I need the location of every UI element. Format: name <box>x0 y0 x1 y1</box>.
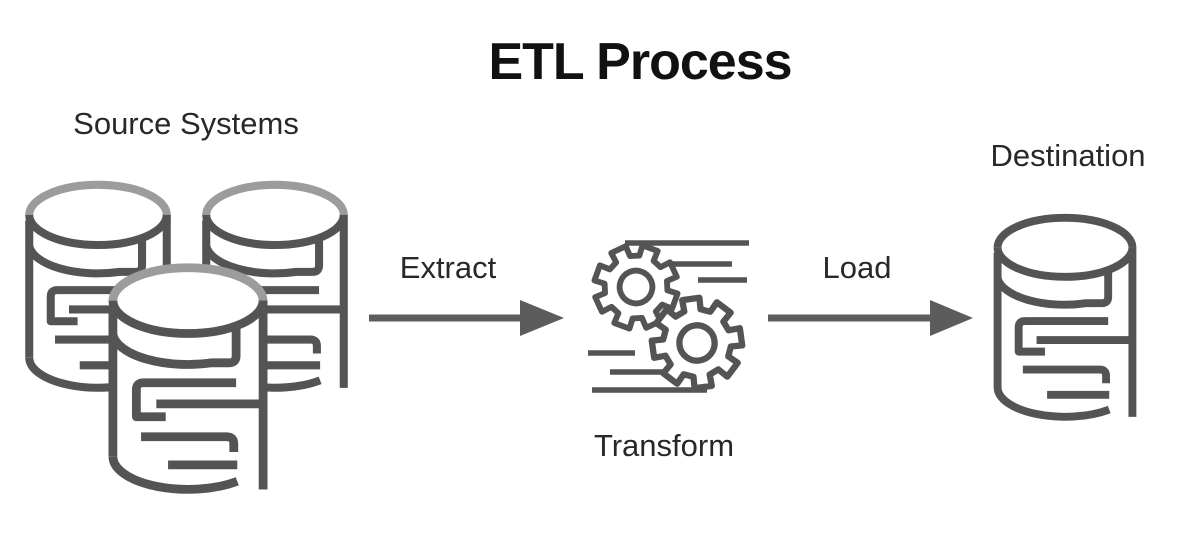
gears-icon <box>578 223 762 407</box>
database-icon <box>985 205 1145 435</box>
right-arrow-icon <box>369 300 564 336</box>
database-cluster-icon <box>8 170 360 512</box>
database-cylinder-icon <box>998 218 1133 433</box>
arrowhead <box>930 300 973 336</box>
right-arrow-icon <box>768 300 973 336</box>
database-cylinder-icon <box>113 268 263 507</box>
transform-label: Transform <box>593 428 735 463</box>
page-title: ETL Process <box>488 33 792 91</box>
load-label: Load <box>822 250 892 285</box>
arrowhead <box>520 300 564 336</box>
extract-label: Extract <box>399 250 497 285</box>
source-systems-label: Source Systems <box>73 106 299 141</box>
destination-label: Destination <box>990 138 1146 173</box>
